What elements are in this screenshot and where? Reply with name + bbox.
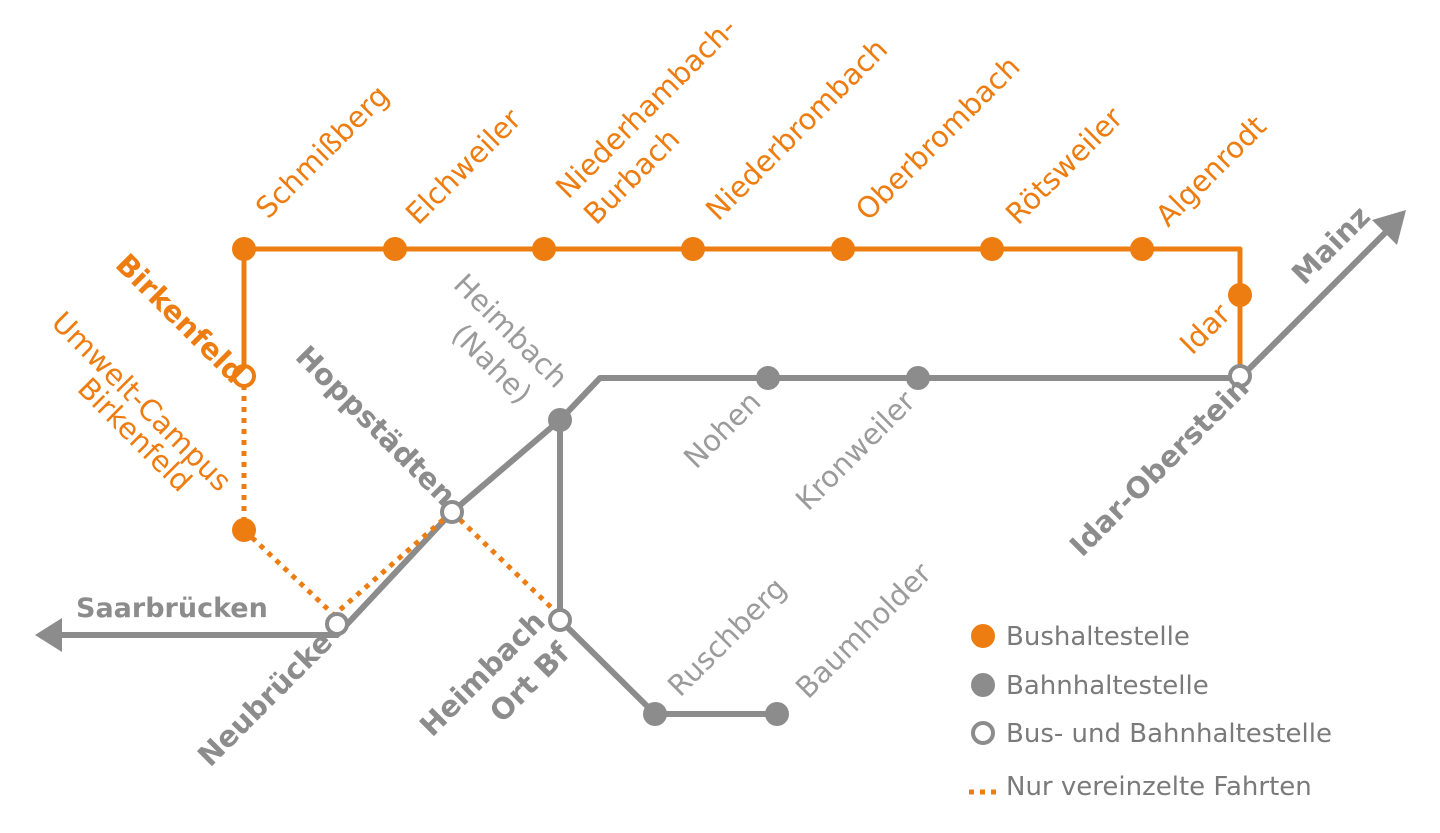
legend-rail-stop-icon	[971, 673, 995, 697]
stop-schmissberg	[232, 237, 256, 261]
stop-roetsweiler	[980, 237, 1004, 261]
label-oberbrombach: Oberbrombach	[849, 49, 1027, 227]
label-neubruecke: Neubrücke	[191, 625, 339, 773]
stop-kronweiler	[906, 366, 930, 390]
bus-lines	[241, 246, 1243, 378]
stop-umwelt-campus	[232, 518, 256, 542]
label-kronweiler: Kronweiler	[789, 384, 922, 517]
legend: Bushaltestelle Bahnhaltestelle Bus- und …	[969, 622, 1332, 802]
label-roetsweiler: Rötsweiler	[999, 100, 1130, 231]
stop-idar-oberstein	[1228, 364, 1252, 388]
stop-elchweiler	[383, 237, 407, 261]
stop-neubruecke	[325, 612, 349, 636]
bus-stops	[232, 237, 1252, 542]
label-saarbruecken: Saarbrücken	[76, 593, 268, 624]
legend-bus-stop-icon	[971, 624, 995, 648]
rail-line-mainz	[1237, 230, 1388, 381]
label-elchweiler: Elchweiler	[399, 102, 528, 231]
bus-rail-stops	[232, 364, 1252, 636]
bus-lines-occasional	[241, 385, 558, 619]
bus-station-labels-down: Birkenfeld Umwelt-Campus Birkenfeld	[45, 247, 252, 499]
bus-station-labels: Schmißberg Elchweiler Niederhambach- Bur…	[249, 11, 1273, 361]
legend-bus-rail-stop-label: Bus- und Bahnhaltestelle	[1006, 719, 1332, 749]
bus-dotted-heimbach	[450, 510, 558, 614]
stop-idar	[1228, 283, 1252, 307]
stop-heimbach-ort	[548, 608, 572, 632]
stop-algenrodt	[1130, 237, 1154, 261]
label-algenrodt: Algenrodt	[1149, 109, 1273, 233]
stop-hoppstaedten	[440, 500, 464, 524]
arrow-left-icon	[35, 618, 62, 652]
arrow-up-right-icon	[1372, 210, 1406, 245]
stop-niederbrombach	[681, 237, 705, 261]
label-ruschberg: Ruschberg	[661, 571, 793, 703]
bus-dotted-neubruecke	[242, 510, 454, 619]
stop-birkenfeld	[232, 364, 256, 388]
stop-niederhambach	[532, 237, 556, 261]
stop-oberbrombach	[831, 237, 855, 261]
label-nohen: Nohen	[677, 384, 768, 475]
label-baumholder: Baumholder	[789, 556, 938, 705]
stop-nohen	[756, 366, 780, 390]
stop-ruschberg	[643, 702, 667, 726]
label-idar-oberstein: Idar-Oberstein	[1063, 370, 1255, 562]
stop-heimbach-nahe	[548, 408, 572, 432]
rail-stops	[548, 366, 930, 726]
legend-occasional-label: Nur vereinzelte Fahrten	[1006, 772, 1312, 802]
label-mainz: Mainz	[1285, 199, 1377, 291]
label-schmissberg: Schmißberg	[249, 78, 396, 225]
label-idar: Idar	[1173, 297, 1237, 361]
rail-station-labels-down: Hoppstädten Heimbach (Nahe)	[289, 267, 575, 512]
legend-bus-rail-stop-icon	[971, 721, 995, 745]
stop-baumholder	[765, 702, 789, 726]
bus-line-main	[241, 246, 1243, 378]
legend-bus-stop-label: Bushaltestelle	[1006, 622, 1190, 652]
label-hoppstaedten: Hoppstädten	[289, 339, 462, 512]
legend-rail-stop-label: Bahnhaltestelle	[1006, 671, 1209, 701]
